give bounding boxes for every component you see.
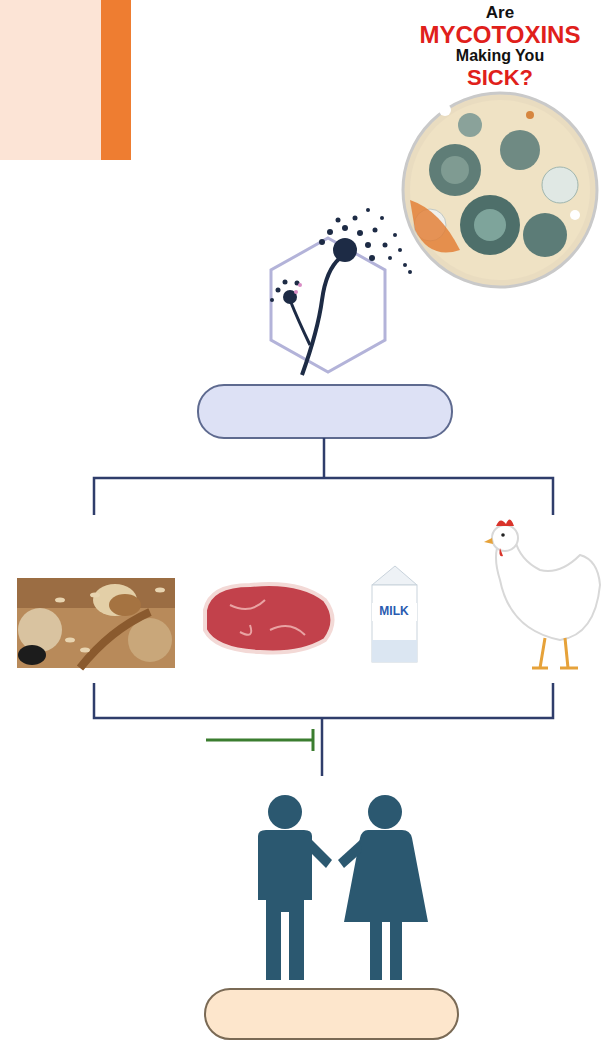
- headline-word: SICK?: [467, 66, 533, 89]
- petri-dish: [403, 93, 597, 287]
- milk-carton: [372, 566, 417, 662]
- inhibition-line: [206, 729, 313, 751]
- split-bracket: [94, 438, 553, 515]
- meat-image: [205, 584, 333, 653]
- empty-pill: [205, 989, 458, 1039]
- peach-panel: [0, 0, 101, 160]
- empty-pill: [198, 385, 452, 438]
- carton-label: MILK: [379, 605, 408, 618]
- merge-bracket: [94, 683, 553, 776]
- orange-bar: [101, 0, 131, 160]
- headline-word: Making You: [456, 48, 544, 65]
- chicken-image: [484, 519, 600, 668]
- headline-word: MYCOTOXINS: [420, 22, 581, 47]
- headline-word: Are: [486, 4, 514, 22]
- fungus-icon: [270, 208, 412, 375]
- grains-image: [17, 578, 175, 668]
- people-icon: [258, 795, 428, 980]
